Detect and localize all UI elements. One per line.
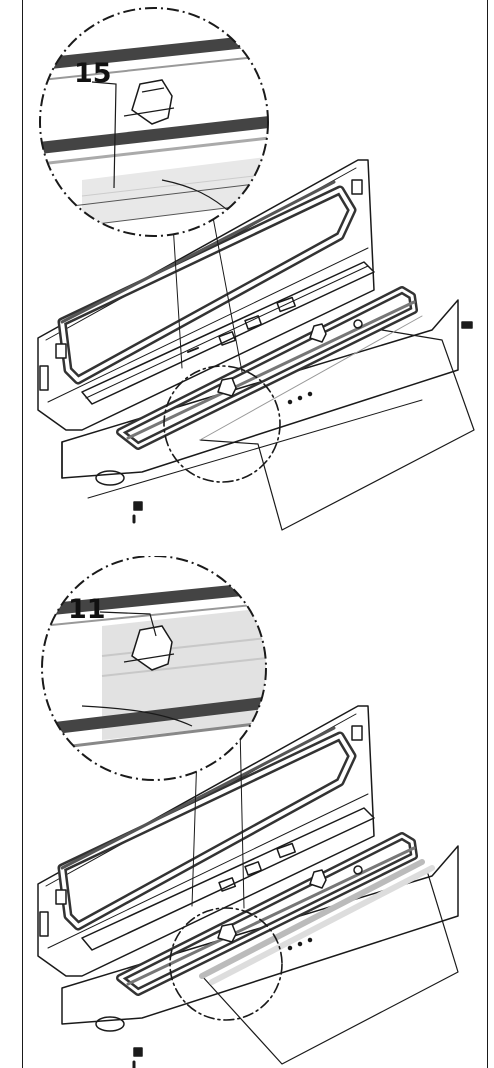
figure-step-lower: 11 bbox=[22, 556, 488, 1068]
release-button-icon bbox=[95, 470, 125, 486]
detail-magnifier-lower: 11 bbox=[41, 556, 267, 781]
vacuum-sealer-illustration-upper: 15 bbox=[37, 7, 475, 531]
release-button-icon bbox=[95, 1016, 125, 1032]
page-frame bbox=[22, 0, 488, 1068]
figure-step-upper: 15 bbox=[22, 0, 488, 540]
callout-label-15: 15 bbox=[74, 58, 112, 89]
vacuum-sealer-illustration-lower: 11 bbox=[37, 556, 459, 1068]
callout-label-11: 11 bbox=[68, 594, 106, 625]
